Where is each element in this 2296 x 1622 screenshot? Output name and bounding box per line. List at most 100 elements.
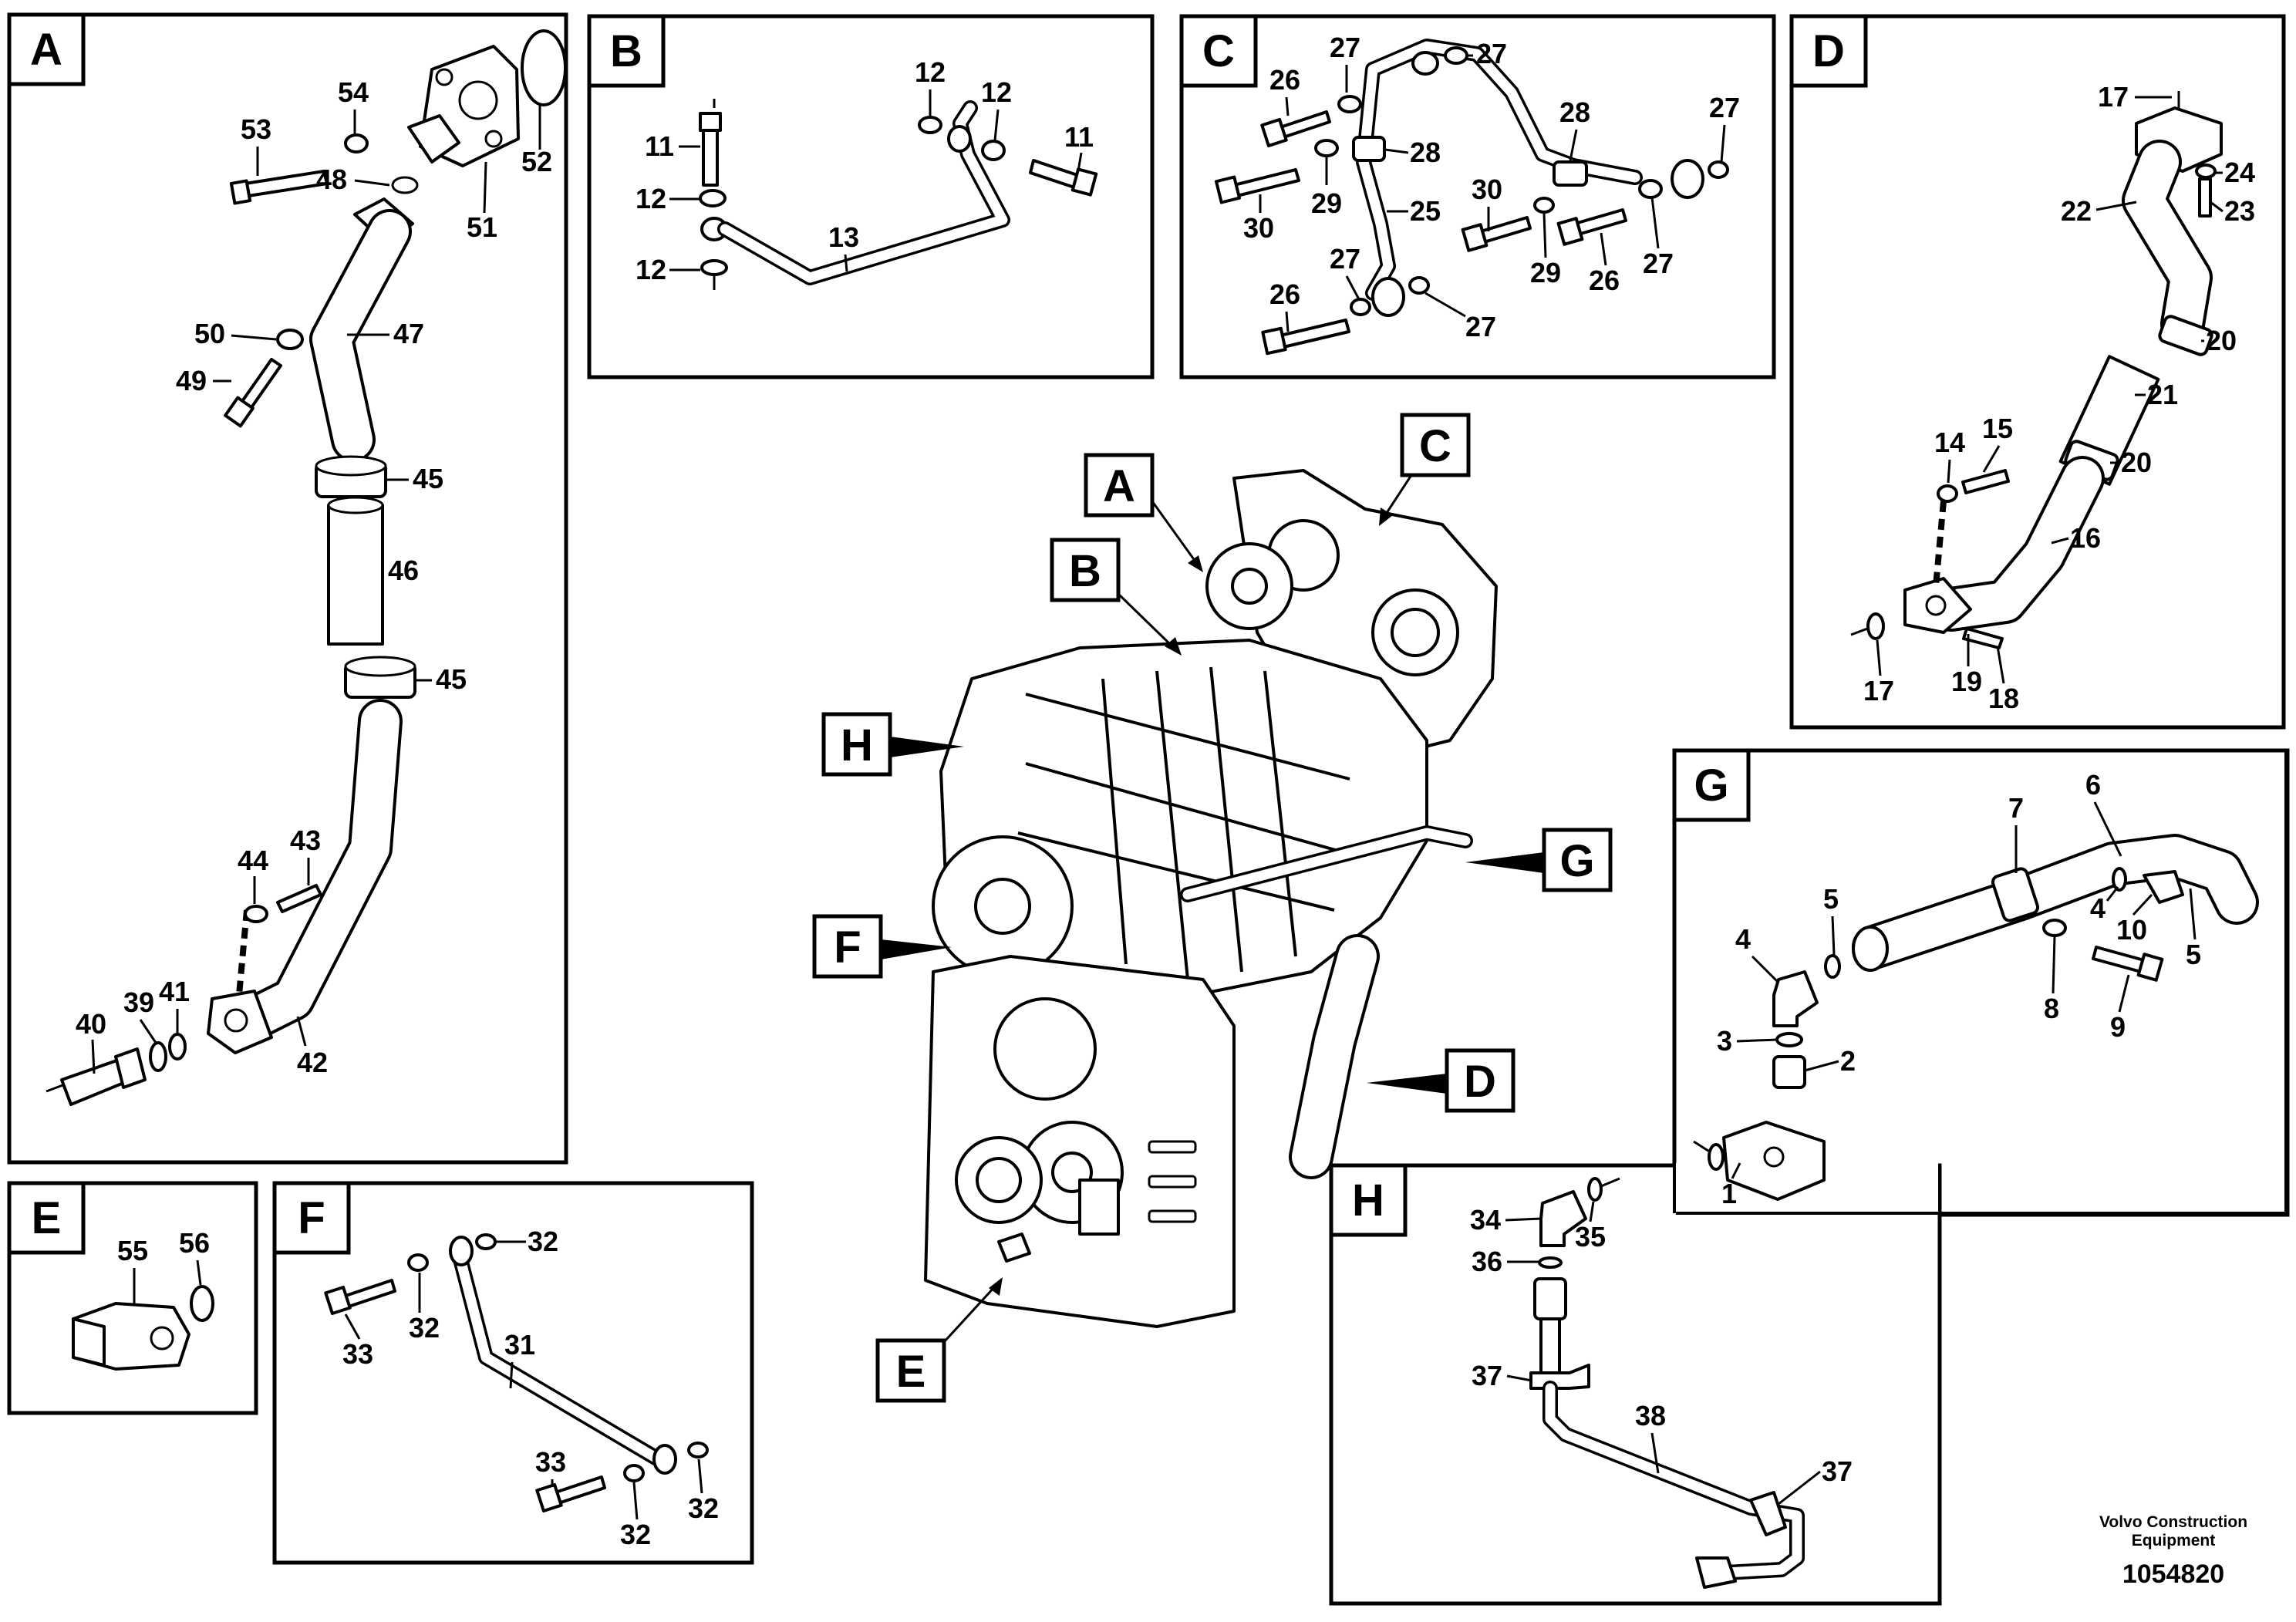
callout-44: 44 <box>238 845 268 876</box>
callout-33: 33 <box>342 1338 373 1370</box>
overview-tag-c: C <box>1379 413 1471 526</box>
callout-50: 50 <box>194 318 225 349</box>
callout-3: 3 <box>1717 1025 1732 1057</box>
svg-text:B: B <box>1069 546 1101 596</box>
callout-29: 29 <box>1311 187 1342 219</box>
panel-d-tag: D <box>1789 14 1868 88</box>
callout-39: 39 <box>123 986 154 1018</box>
panel-b-frame <box>587 14 1155 379</box>
svg-text:F: F <box>298 1193 325 1243</box>
svg-text:D: D <box>1812 26 1845 76</box>
svg-text:E: E <box>896 1347 926 1397</box>
panel-e-tag: E <box>7 1181 86 1255</box>
callout-27d: 27 <box>1709 92 1740 123</box>
callout-49: 49 <box>176 365 207 396</box>
overview-tag-e: E <box>875 1277 1003 1403</box>
callout-17: 17 <box>2098 81 2129 113</box>
callout-11: 11 <box>645 130 674 162</box>
callout-56: 56 <box>179 1227 210 1259</box>
callout-13: 13 <box>828 221 859 253</box>
overview-tag-g: G <box>1465 828 1613 892</box>
brand-line-2: Equipment <box>2132 1532 2216 1549</box>
callout-51: 51 <box>467 211 497 243</box>
transmission-assembly <box>924 469 1498 1328</box>
callout-53: 53 <box>241 113 271 145</box>
panel-f-tag: F <box>272 1181 351 1255</box>
panel-h-drawing <box>1529 1177 1805 1589</box>
callout-4: 4 <box>1735 923 1751 955</box>
callout-52: 52 <box>521 146 552 177</box>
drawing-footer: Volvo Construction Equipment 1054820 <box>2099 1513 2247 1589</box>
callout-5b: 5 <box>2186 939 2201 970</box>
callout-37b: 37 <box>1822 1455 1853 1487</box>
overview-tag-f: F <box>812 914 952 979</box>
svg-text:F: F <box>834 922 861 973</box>
panel-e-drawing <box>72 1285 214 1371</box>
callout-9: 9 <box>2110 1011 2126 1043</box>
callout-54: 54 <box>338 76 369 108</box>
panel-b-drawing <box>699 99 1098 290</box>
callout-5: 5 <box>1823 883 1839 915</box>
callout-29b: 29 <box>1530 257 1561 288</box>
svg-text:G: G <box>1694 760 1728 811</box>
callout-55: 55 <box>117 1235 148 1266</box>
callout-31: 31 <box>504 1329 535 1361</box>
panel-g-drawing <box>1693 834 2259 1201</box>
callout-12b: 12 <box>636 254 666 285</box>
panel-c-tag: C <box>1179 14 1258 88</box>
svg-text:A: A <box>30 25 62 75</box>
callout-20: 20 <box>2206 325 2237 356</box>
callout-16: 16 <box>2070 522 2101 554</box>
callout-15: 15 <box>1982 413 2013 444</box>
panel-b-tag: B <box>587 14 666 88</box>
callout-25: 25 <box>1410 195 1441 227</box>
callout-32d: 32 <box>688 1492 719 1524</box>
callout-33b: 33 <box>535 1446 566 1478</box>
callout-10: 10 <box>2116 914 2147 946</box>
callout-23: 23 <box>2224 195 2255 227</box>
callout-12d: 12 <box>981 76 1012 108</box>
callout-34: 34 <box>1470 1204 1501 1236</box>
callout-24: 24 <box>2224 157 2255 188</box>
svg-text:C: C <box>1419 421 1451 471</box>
callout-40: 40 <box>76 1008 106 1040</box>
callout-48: 48 <box>316 164 347 195</box>
callout-36: 36 <box>1472 1246 1502 1277</box>
callout-41: 41 <box>159 976 190 1007</box>
callout-6: 6 <box>2085 769 2101 801</box>
callout-42: 42 <box>297 1047 328 1078</box>
svg-text:B: B <box>610 26 642 76</box>
svg-text:D: D <box>1464 1057 1496 1107</box>
drawing-number: 1054820 <box>2122 1560 2224 1589</box>
svg-text:H: H <box>841 720 873 771</box>
panel-a-callouts: 53 54 48 52 51 50 47 49 45 46 45 44 43 4… <box>76 76 552 1078</box>
callout-28: 28 <box>1559 96 1590 128</box>
overview-tag-b: B <box>1050 538 1182 656</box>
callout-20b: 20 <box>2121 447 2152 478</box>
panel-g-callouts: 7 6 5 4 4 10 5 3 2 8 9 1 <box>1717 769 2201 1209</box>
panel-c-frame <box>1179 14 1776 379</box>
callout-27b: 27 <box>1476 38 1507 69</box>
panel-c-drawing <box>1214 39 1729 356</box>
callout-7: 7 <box>2008 792 2024 824</box>
overview-tag-h: H <box>821 712 964 777</box>
callout-17b: 17 <box>1863 675 1894 706</box>
panel-c-callouts: 27 27 26 28 29 30 25 30 29 26 28 27 27 2… <box>1243 32 1740 342</box>
panel-b-callouts: 11 12 12 13 12 12 11 <box>636 56 1094 285</box>
callout-21: 21 <box>2147 379 2178 410</box>
svg-text:G: G <box>1559 836 1594 886</box>
callout-14: 14 <box>1934 427 1965 458</box>
callout-19: 19 <box>1951 666 1982 697</box>
callout-46: 46 <box>388 555 419 586</box>
panel-h-tag: H <box>1329 1163 1408 1237</box>
panel-d-drawing <box>1850 91 2223 649</box>
brand-line-1: Volvo Construction <box>2099 1513 2247 1531</box>
callout-35: 35 <box>1575 1221 1606 1253</box>
callout-38: 38 <box>1635 1400 1666 1431</box>
svg-text:E: E <box>32 1193 62 1243</box>
overview-tag-d: D <box>1367 1048 1515 1113</box>
panel-h-frame <box>1329 1163 1942 1606</box>
callout-32: 32 <box>528 1226 558 1257</box>
callout-45b: 45 <box>436 663 467 695</box>
